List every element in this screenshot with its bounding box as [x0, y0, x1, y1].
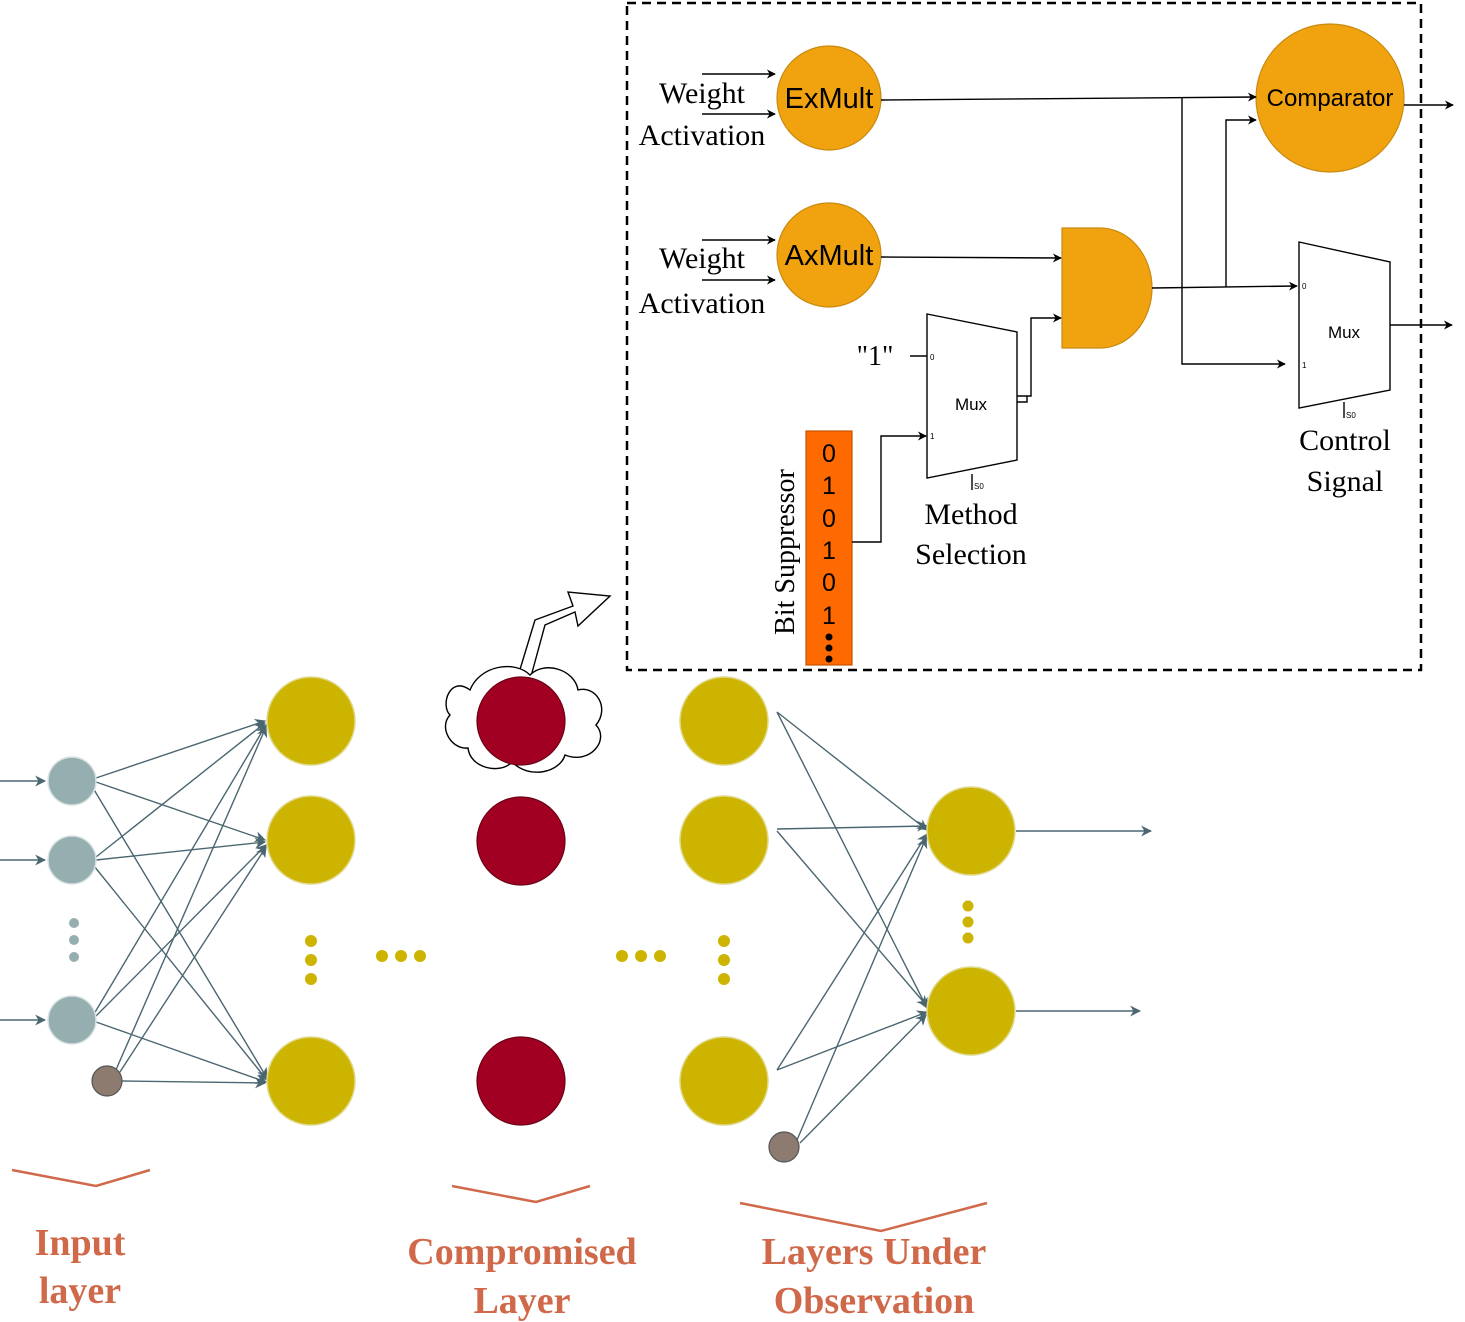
- input-neuron: [47, 995, 97, 1045]
- method-mux-select-label: S0: [974, 482, 984, 491]
- and-to-control-mux-wire: [1151, 281, 1298, 291]
- exmult-to-comparator-wire: [880, 92, 1257, 102]
- bit-suppressor-to-mux-wire: [852, 431, 927, 543]
- exmult-weight-label: Weight: [659, 77, 746, 110]
- const-one-label: "1": [857, 341, 894, 372]
- observation-layer-label-line1: Layers Under: [762, 1231, 987, 1273]
- compromised-layer-label-line1: Compromised: [407, 1231, 636, 1273]
- circuit-dashed-border: [625, 1, 1423, 672]
- method-mux-to-and-wire-double: [1017, 396, 1028, 403]
- observation-layer-label-line2: Observation: [774, 1280, 975, 1322]
- hidden-neuron: [679, 795, 769, 885]
- layer-ellipsis-left: [376, 950, 426, 962]
- bit-value: 0: [822, 505, 836, 533]
- hidden-n-ellipsis: [718, 935, 730, 985]
- axmult-weight-label: Weight: [659, 242, 746, 275]
- bit-value: 1: [822, 472, 836, 500]
- bit-suppressor-register: [805, 430, 853, 666]
- output-neuron: [926, 786, 1016, 876]
- axmult-activation-label: Activation: [639, 287, 766, 320]
- input-brace: [11, 1168, 151, 1188]
- layer-ellipsis-right: [616, 950, 666, 962]
- axmult-node: [776, 202, 882, 308]
- hidden-layer-n: [679, 676, 800, 1163]
- hidden-neuron: [266, 795, 356, 885]
- control-mux: [1298, 241, 1391, 409]
- method-mux-to-and-wire: [1017, 313, 1062, 397]
- compromised-brace: [451, 1184, 591, 1204]
- bit-value: 1: [822, 602, 836, 630]
- bias-neuron: [91, 1065, 123, 1097]
- method-mux-in0-label: 0: [930, 353, 935, 362]
- bit-value: 1: [822, 537, 836, 565]
- exmult-activation-label: Activation: [639, 119, 766, 152]
- input-layer: [47, 756, 123, 1097]
- control-mux-select-label: S0: [1346, 411, 1356, 420]
- output-layer: [926, 786, 1016, 1056]
- hidden-layer-1: [266, 676, 356, 1126]
- input-neuron: [47, 756, 97, 806]
- control-signal-caption-line1: Control: [1299, 424, 1391, 457]
- callout-arrow-icon: [517, 591, 612, 681]
- axmult-label: AxMult: [785, 240, 874, 272]
- control-signal-caption-line2: Signal: [1307, 465, 1384, 498]
- bit-suppressor-label: Bit Suppressor: [770, 468, 801, 634]
- neural-network: [0, 665, 1153, 1163]
- circuit-detail: Weight Activation ExMult Weight Activati…: [625, 1, 1454, 672]
- method-mux-label: Mux: [955, 395, 988, 414]
- bit-suppressor-bits: 0 1 0 1 0 1: [822, 440, 836, 630]
- and-to-comparator-wire: [1225, 115, 1257, 287]
- control-mux-label: Mux: [1328, 323, 1361, 342]
- and-gate-icon: [1061, 227, 1153, 349]
- control-mux-in1-label: 1: [1302, 361, 1307, 370]
- hidden-neuron: [679, 1036, 769, 1126]
- bit-value: 0: [822, 440, 836, 468]
- bit-suppressor-ellipsis: [825, 633, 833, 663]
- compromised-layer-label-line2: Layer: [473, 1280, 570, 1322]
- method-selection-caption-line2: Selection: [915, 538, 1027, 571]
- hidden-neuron: [266, 1036, 356, 1126]
- compromised-layer: [444, 665, 603, 1126]
- output-neuron: [926, 966, 1016, 1056]
- hidden-1-ellipsis: [305, 935, 317, 985]
- hidden-neuron: [679, 676, 769, 766]
- hidden-to-output-edges: [776, 711, 929, 1144]
- method-mux-in1-label: 1: [930, 432, 935, 441]
- layer-labels: Input layer Compromised Layer Layers Und…: [11, 1168, 988, 1322]
- compromised-neuron: [476, 1036, 566, 1126]
- input-layer-label-line1: Input: [35, 1222, 126, 1264]
- input-layer-label-line2: layer: [39, 1270, 121, 1312]
- bias-neuron: [768, 1131, 800, 1163]
- exmult-to-control-mux-wire: [1181, 98, 1286, 369]
- compromised-neuron: [476, 796, 566, 886]
- compromised-neuron: [476, 676, 566, 766]
- input-neuron: [47, 835, 97, 885]
- hidden-neuron: [266, 676, 356, 766]
- control-mux-in0-label: 0: [1302, 282, 1307, 291]
- method-selection-caption-line1: Method: [924, 498, 1017, 531]
- method-mux: [926, 313, 1018, 479]
- bit-value: 0: [822, 569, 836, 597]
- comparator-label: Comparator: [1267, 85, 1394, 112]
- output-ellipsis: [962, 900, 974, 944]
- input-to-hidden-edges: [92, 718, 268, 1089]
- axmult-to-and-wire: [880, 253, 1062, 263]
- exmult-node: [776, 45, 882, 151]
- input-ellipsis: [69, 918, 79, 962]
- observation-brace: [739, 1201, 988, 1233]
- exmult-label: ExMult: [785, 83, 874, 115]
